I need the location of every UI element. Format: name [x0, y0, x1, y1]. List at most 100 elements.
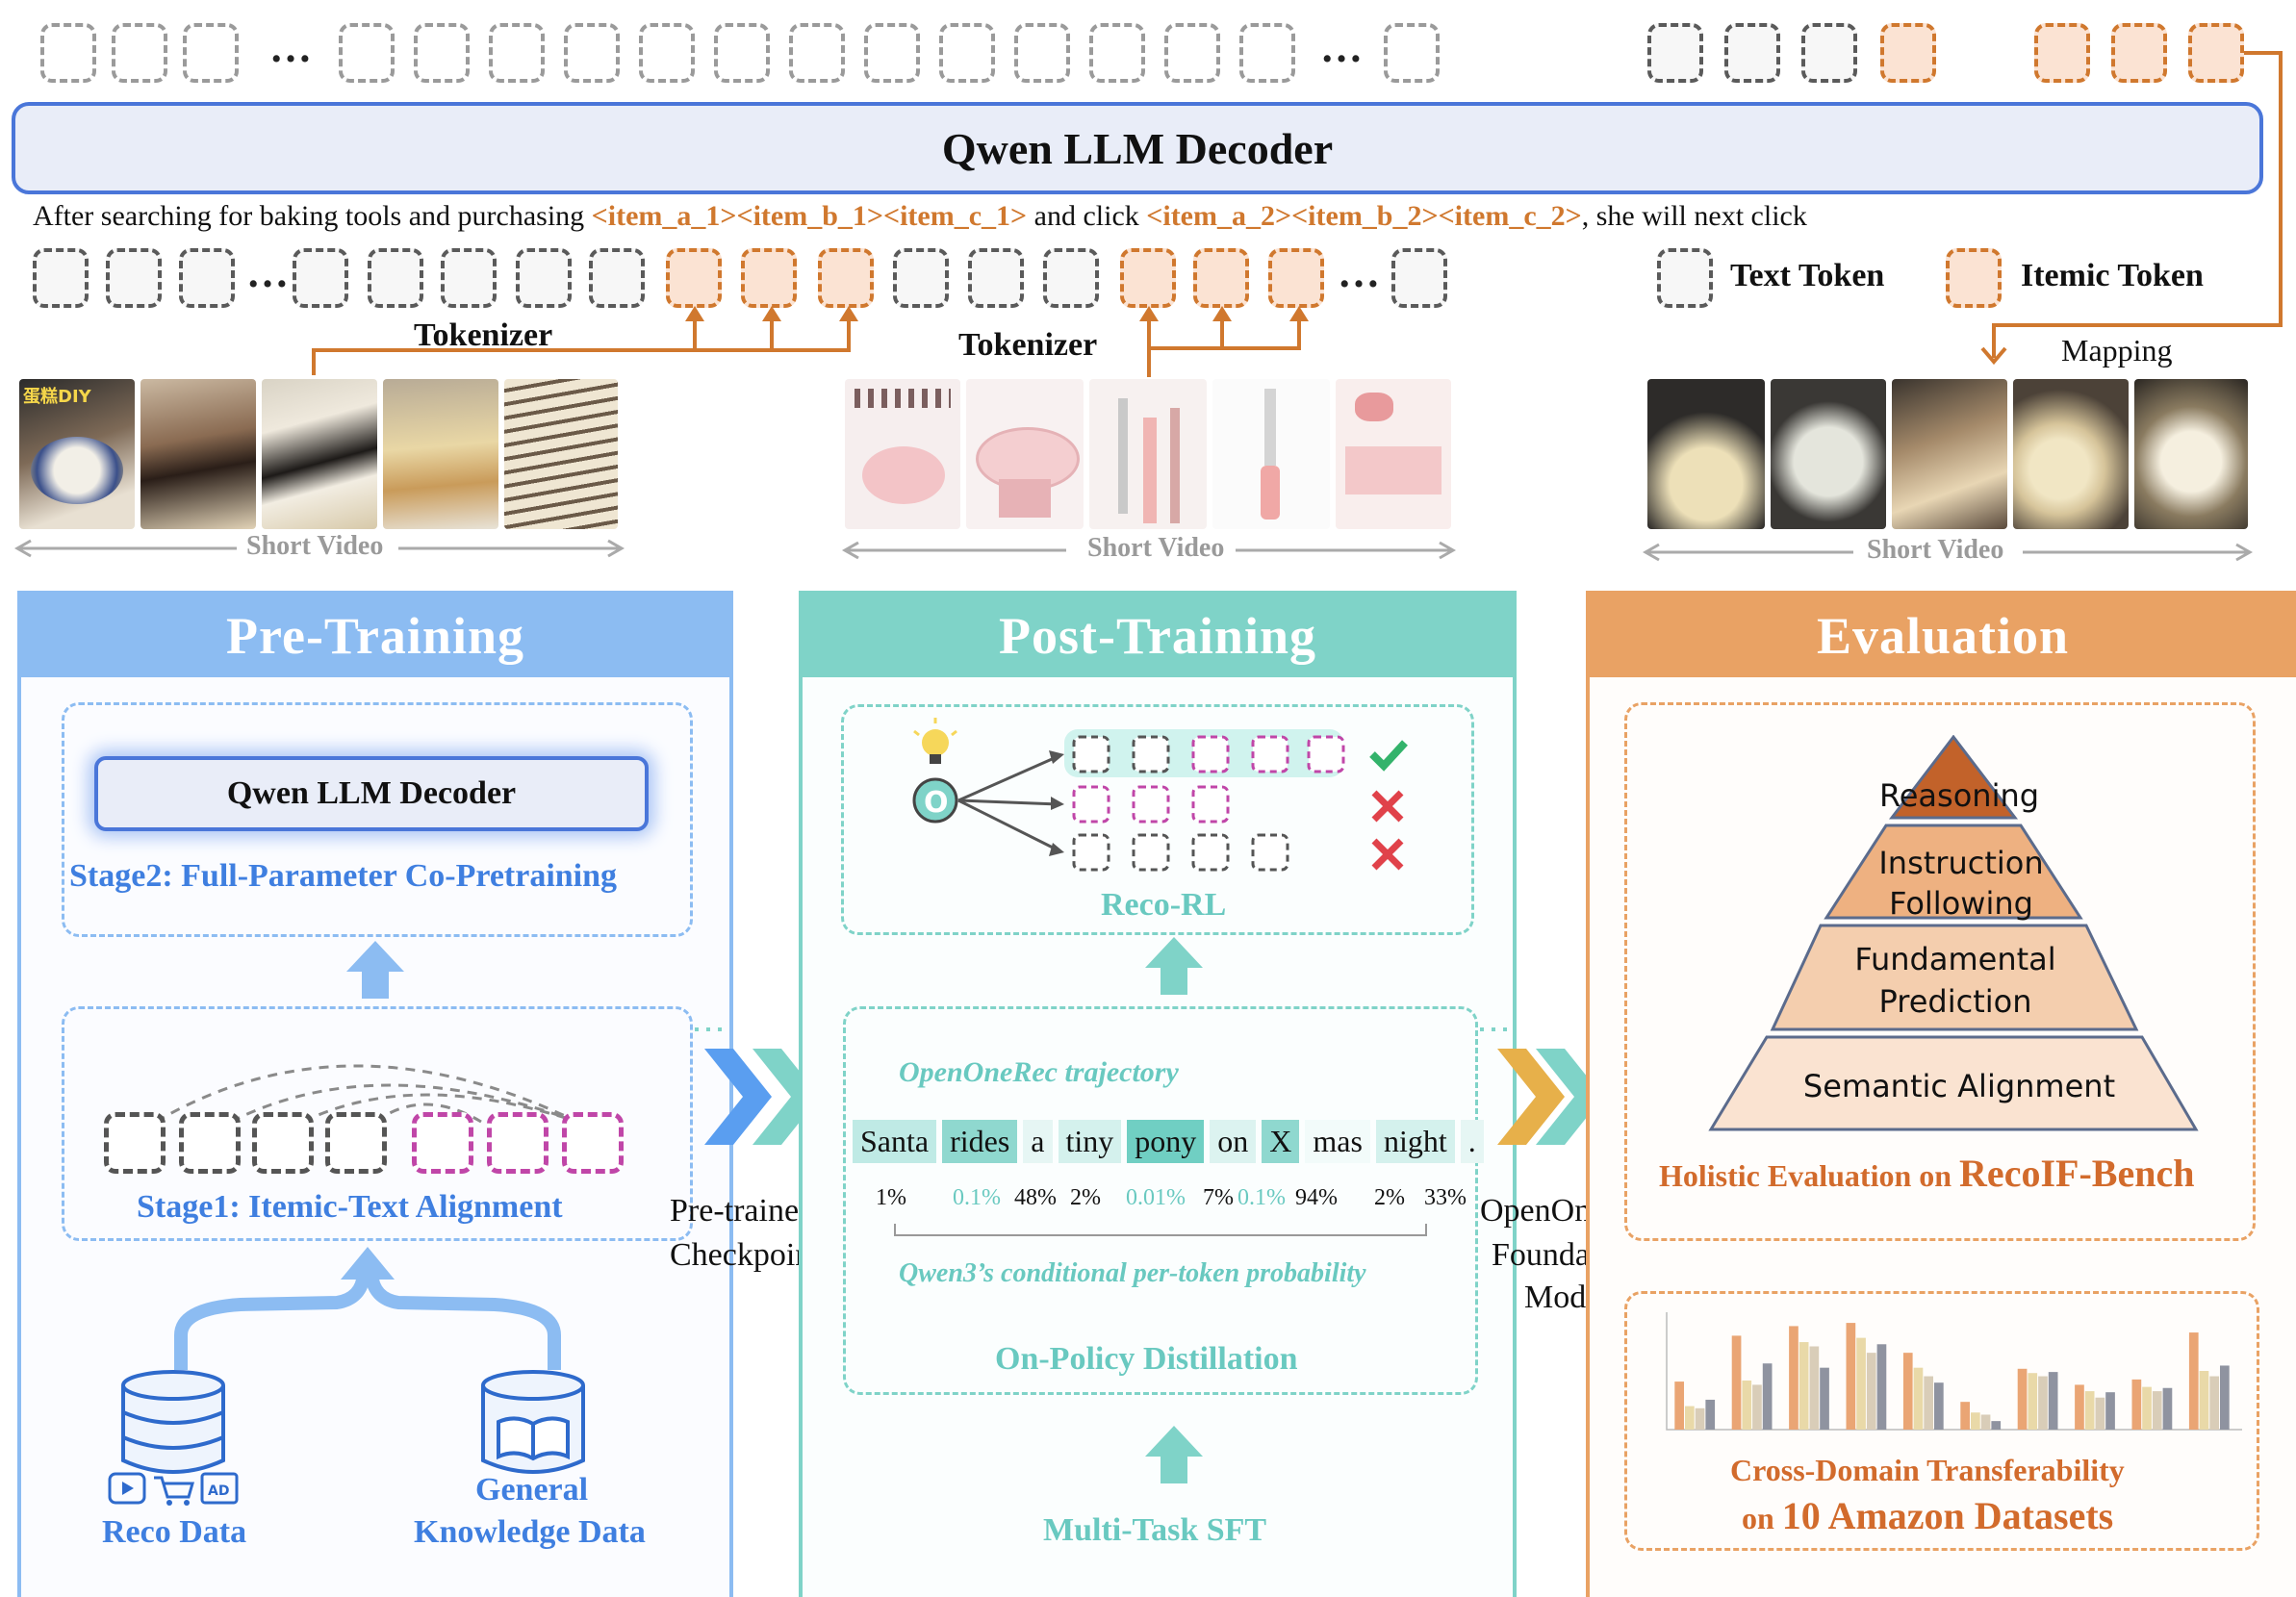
- reco-rl-label: Reco-RL: [1101, 887, 1227, 923]
- text-token: [104, 1112, 166, 1174]
- general-data-label-2: Knowledge Data: [414, 1514, 646, 1550]
- bar: [1866, 1353, 1876, 1430]
- tokenizer-label-1: Tokenizer: [414, 317, 553, 353]
- baking-tool-thumbnail: [845, 379, 960, 529]
- mapping-label: Mapping: [2061, 333, 2173, 368]
- output-token: [714, 23, 770, 83]
- text-token: [325, 1112, 387, 1174]
- reco-rl-diagram: O: [912, 718, 1408, 872]
- pyramid-level-instruction: Instruction: [1878, 845, 2043, 881]
- input-sentence: After searching for baking tools and pur…: [33, 200, 1807, 233]
- up-arrow-icon: [1145, 937, 1203, 995]
- mapping-connector: [1980, 51, 2283, 366]
- pastry-thumbnail: [2013, 379, 2129, 529]
- short-video-axis-right: [1642, 539, 2254, 568]
- thumb-caption: 蛋糕DIY: [23, 387, 91, 407]
- trajectory-token: rides: [942, 1120, 1018, 1163]
- cross-prefix: on: [1742, 1501, 1782, 1535]
- token-probability: 0.1%: [1237, 1185, 1286, 1210]
- token-probability: 2%: [1070, 1185, 1101, 1210]
- bar: [1924, 1376, 1933, 1430]
- bar: [1731, 1335, 1742, 1430]
- policy-node: O: [924, 786, 949, 820]
- token-probability: 0.1%: [953, 1185, 1001, 1210]
- checkpoint-label-1: Pre-trained: [670, 1193, 816, 1229]
- input-itemic-token: [1120, 248, 1176, 308]
- bar: [1902, 1353, 1913, 1430]
- input-text-token: [33, 248, 89, 308]
- text-token: [179, 1112, 241, 1174]
- trajectory-token: mas: [1305, 1120, 1370, 1163]
- input-itemic-token: [818, 248, 874, 308]
- bar: [2017, 1368, 2028, 1430]
- input-itemic-token: [1193, 248, 1249, 308]
- bar: [2209, 1376, 2219, 1430]
- input-text-token: [893, 248, 949, 308]
- baking-tool-thumbnail: [1089, 379, 1207, 529]
- output-token: [639, 23, 695, 83]
- data-merge-arrows: [174, 1247, 561, 1370]
- trajectory-token: tiny: [1058, 1120, 1122, 1163]
- pastry-thumbnail: [1892, 379, 2007, 529]
- trajectory-token: .: [1460, 1120, 1484, 1163]
- database-icon: [121, 1370, 225, 1474]
- stage2-box: [62, 702, 693, 937]
- token-probability: 1%: [876, 1185, 906, 1210]
- input-text-token: [968, 248, 1024, 308]
- bar: [2038, 1376, 2048, 1430]
- opd-label: On-Policy Distillation: [995, 1341, 1298, 1377]
- bar: [1820, 1367, 1829, 1430]
- bar: [1876, 1344, 1887, 1430]
- bar: [2142, 1386, 2152, 1430]
- bar: [1674, 1382, 1685, 1430]
- ellipsis: …: [246, 249, 291, 296]
- cross-domain-datasets: on 10 Amazon Datasets: [1742, 1493, 2113, 1538]
- sentence-text: and click: [1027, 200, 1147, 232]
- trajectory-token: a: [1023, 1120, 1053, 1163]
- up-arrow-icon: [1145, 1426, 1203, 1483]
- cake-thumbnail: [504, 379, 618, 529]
- short-video-axis-middle: [841, 537, 1457, 566]
- pyramid-level-prediction: Prediction: [1879, 983, 2032, 1020]
- output-token: [339, 23, 395, 83]
- stage2-label: Stage2: Full-Parameter Co-Pretraining: [69, 858, 618, 894]
- input-itemic-token: [1268, 248, 1324, 308]
- output-token: [564, 23, 620, 83]
- stage1-box: [62, 1006, 693, 1241]
- bar: [2199, 1371, 2209, 1430]
- capability-pyramid: Reasoning Instruction Following Fundamen…: [1708, 735, 2199, 1131]
- reco-data-label: Reco Data: [102, 1514, 247, 1550]
- recoif-box: [1624, 702, 2256, 1241]
- generated-text-token: [1801, 23, 1857, 83]
- input-text-token: [106, 248, 162, 308]
- opd-box: [843, 1006, 1478, 1395]
- bar: [2152, 1391, 2162, 1430]
- short-video-axis-left: [13, 535, 625, 564]
- sentence-text: , she will next click: [1581, 200, 1807, 232]
- bar: [2188, 1332, 2199, 1430]
- output-token: [414, 23, 470, 83]
- itemic-token: [487, 1112, 548, 1174]
- output-token: [1239, 23, 1295, 83]
- bar: [2219, 1365, 2230, 1430]
- checkpoint-label-2: Checkpoint: [670, 1237, 821, 1273]
- itemic-token: [412, 1112, 473, 1174]
- output-token: [864, 23, 920, 83]
- posttraining-title: Post-Training: [803, 595, 1513, 677]
- bar: [1933, 1382, 1944, 1430]
- bar: [1971, 1412, 1980, 1430]
- bar: [1762, 1363, 1773, 1430]
- bar: [2131, 1379, 2142, 1430]
- input-text-token: [1391, 248, 1447, 308]
- token-probability: 94%: [1295, 1185, 1338, 1210]
- cross-icon: [1371, 838, 1404, 871]
- reco-media-icons: AD: [108, 1472, 239, 1506]
- cross-datasets: 10 Amazon Datasets: [1781, 1494, 2114, 1537]
- sft-label: Multi-Task SFT: [1043, 1512, 1267, 1548]
- token-probability: 0.01%: [1126, 1185, 1186, 1210]
- output-token: [1384, 23, 1440, 83]
- input-text-token: [368, 248, 423, 308]
- bar: [2162, 1387, 2173, 1430]
- legend-itemic-token-swatch: [1946, 248, 2002, 308]
